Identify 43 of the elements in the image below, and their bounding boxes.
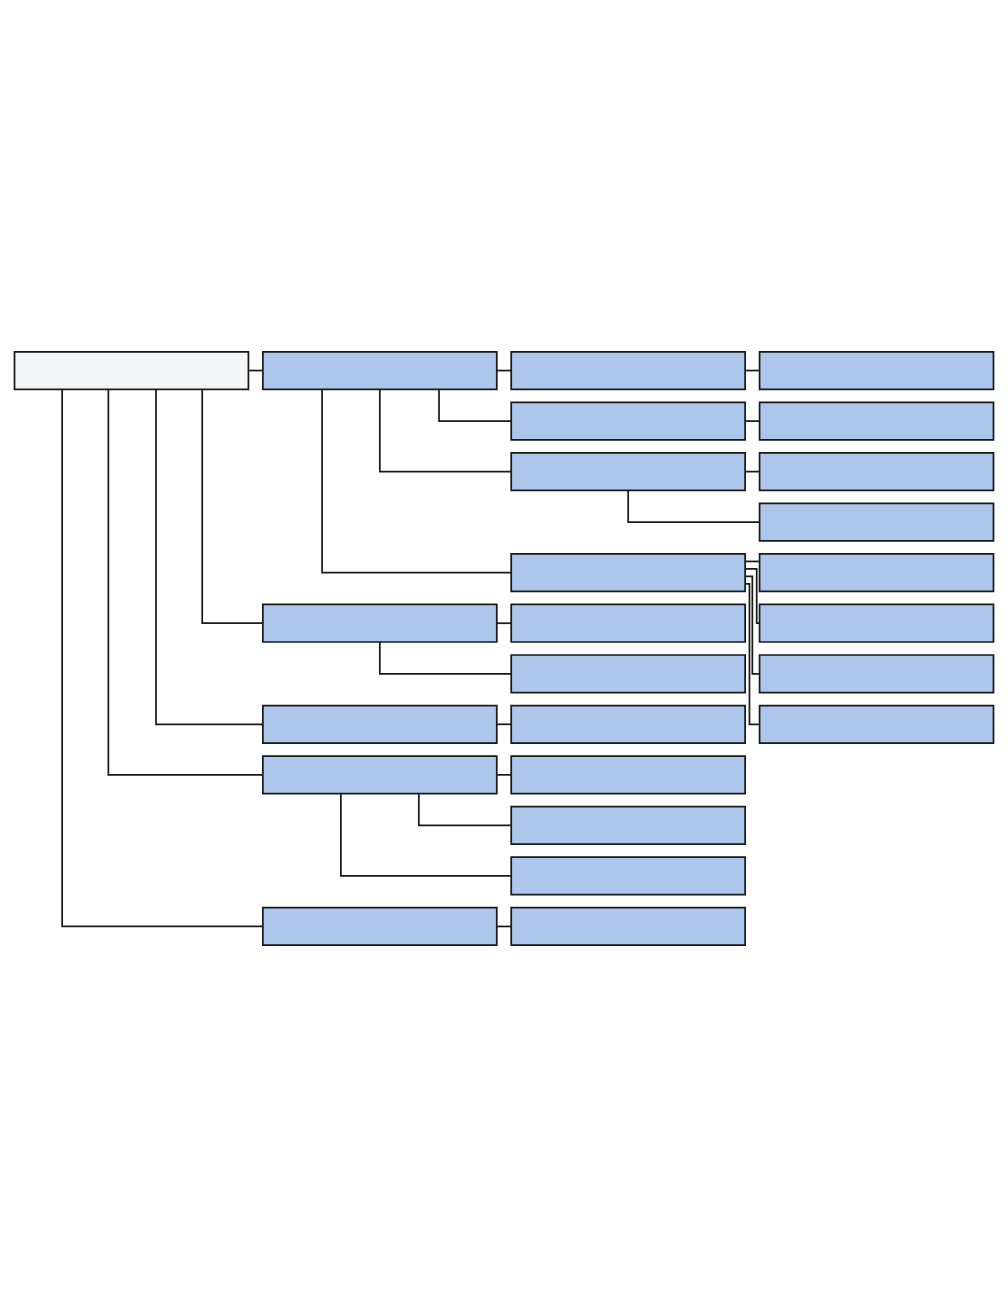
node-box [510, 552, 746, 592]
connector [417, 792, 512, 826]
connector [339, 792, 512, 877]
connector [627, 489, 761, 523]
connector [321, 388, 512, 574]
node-box [758, 603, 995, 643]
node-box [758, 502, 995, 542]
connector [744, 575, 760, 675]
connector [201, 388, 264, 624]
node-box [510, 603, 746, 643]
node-box [758, 653, 995, 693]
node-box [510, 805, 746, 845]
connector [496, 773, 512, 776]
node-box [510, 451, 746, 491]
connector [438, 388, 512, 422]
node-box [758, 552, 995, 592]
node-box [262, 754, 498, 794]
node-box [262, 906, 498, 946]
connector [107, 388, 264, 776]
node-box [510, 653, 746, 693]
connector [155, 388, 264, 725]
node-box [262, 603, 498, 643]
connector [744, 567, 761, 624]
node-box [758, 400, 995, 441]
connector [378, 388, 512, 472]
node-box [758, 451, 995, 491]
connector [496, 621, 512, 624]
node-box [510, 855, 746, 896]
node-box [510, 704, 746, 744]
node-box [758, 704, 995, 744]
node-box [510, 906, 746, 946]
node-box [758, 350, 995, 390]
node-box [262, 350, 498, 390]
connector [61, 388, 264, 927]
node-box [13, 350, 250, 390]
node-box [510, 350, 746, 390]
node-box [510, 400, 746, 441]
node-box [510, 754, 746, 794]
connector [496, 722, 512, 725]
connector [744, 419, 761, 422]
connector [744, 582, 761, 725]
node-box [262, 704, 498, 744]
connector [378, 640, 512, 675]
